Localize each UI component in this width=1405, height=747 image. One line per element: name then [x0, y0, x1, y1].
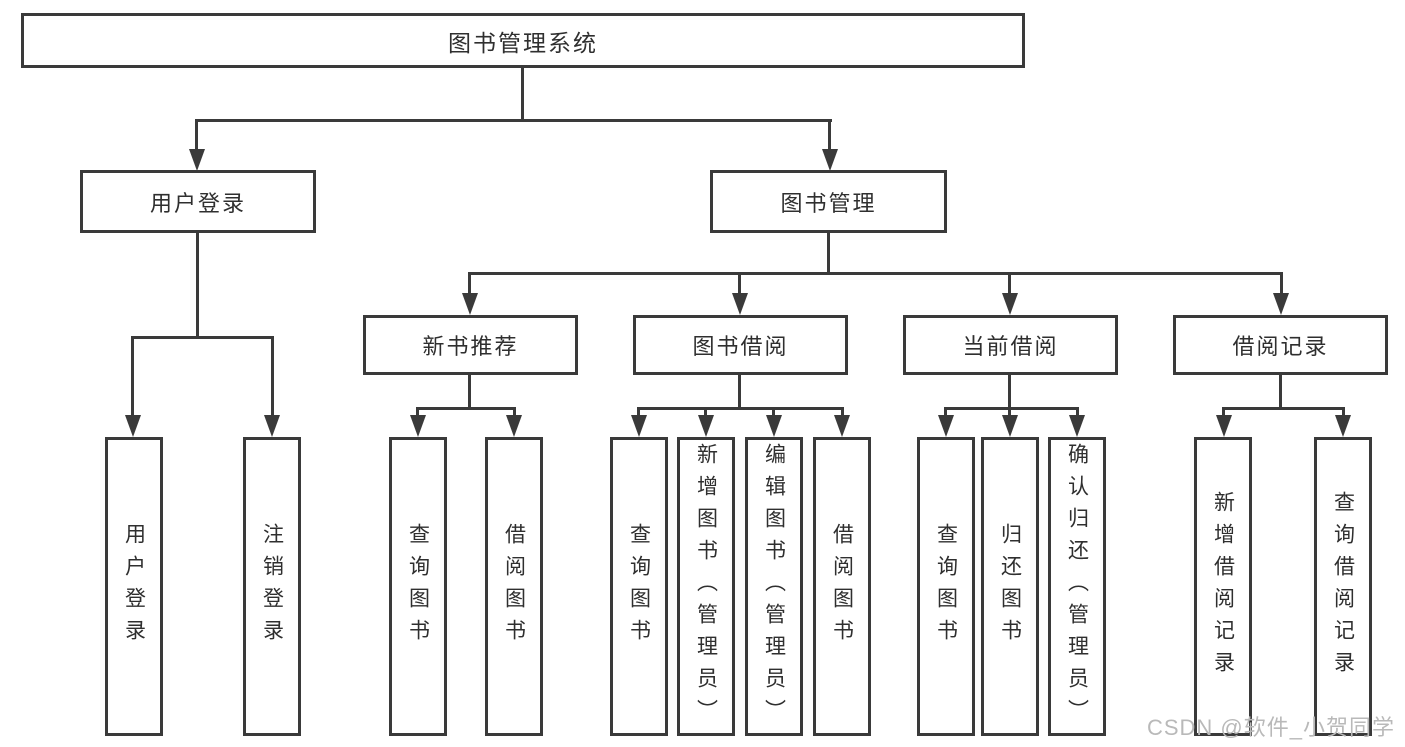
node-label: 查询图书 — [406, 522, 430, 651]
connector-line — [738, 374, 741, 410]
node-label: 用户登录 — [149, 190, 246, 216]
node-label: 确认归还（管理员） — [1065, 442, 1089, 731]
node-book-management: 图书管理 — [710, 170, 947, 233]
leaf-br-query-borrow-record: 查询借阅记录 — [1314, 437, 1372, 736]
arrow-down-icon — [1002, 293, 1018, 315]
connector-line — [1008, 408, 1011, 417]
connector-line — [131, 336, 274, 339]
connector-line — [513, 408, 516, 417]
leaf-br-add-borrow-record: 新增借阅记录 — [1194, 437, 1252, 736]
node-label: 新增借阅记录 — [1211, 490, 1235, 683]
node-label: 图书管理 — [780, 190, 877, 216]
connector-line — [196, 232, 199, 339]
arrow-down-icon — [462, 293, 478, 315]
leaf-bb-borrow-books: 借阅图书 — [813, 437, 871, 736]
node-label: 借阅图书 — [502, 522, 526, 651]
connector-line — [521, 67, 524, 122]
arrow-down-icon — [189, 149, 205, 171]
arrow-down-icon — [1069, 415, 1085, 437]
connector-line — [195, 120, 198, 152]
connector-line — [944, 408, 947, 417]
arrow-down-icon — [1273, 293, 1289, 315]
node-label: 借阅记录 — [1232, 334, 1329, 359]
arrow-down-icon — [506, 415, 522, 437]
node-label: 新书推荐 — [422, 334, 519, 359]
arrow-down-icon — [1335, 415, 1351, 437]
node-label: 查询图书 — [934, 522, 958, 651]
connector-line — [637, 408, 640, 417]
connector-line — [1280, 273, 1283, 295]
arrow-down-icon — [834, 415, 850, 437]
connector-line — [1222, 408, 1225, 417]
arrow-down-icon — [938, 415, 954, 437]
node-label: 图书借阅 — [692, 334, 789, 359]
arrow-down-icon — [766, 415, 782, 437]
connector-line — [637, 407, 844, 410]
arrow-down-icon — [410, 415, 426, 437]
node-label: 新增图书（管理员） — [694, 442, 718, 731]
connector-line — [827, 232, 830, 275]
leaf-logout-login: 注销登录 — [243, 437, 301, 736]
connector-line — [704, 408, 707, 417]
connector-line — [416, 408, 419, 417]
arrow-down-icon — [264, 415, 280, 437]
connector-line — [195, 119, 832, 122]
node-new-book-recommend: 新书推荐 — [363, 315, 578, 375]
connector-line — [1342, 408, 1345, 417]
node-label: 注销登录 — [260, 522, 284, 651]
leaf-cb-query-books: 查询图书 — [917, 437, 975, 736]
leaf-bb-query-books: 查询图书 — [610, 437, 668, 736]
connector-line — [944, 407, 1079, 410]
node-label: 查询借阅记录 — [1331, 490, 1355, 683]
node-book-borrow: 图书借阅 — [633, 315, 848, 375]
arrow-down-icon — [125, 415, 141, 437]
connector-line — [841, 408, 844, 417]
arrow-down-icon — [732, 293, 748, 315]
connector-line — [131, 337, 134, 417]
leaf-nb-query-books: 查询图书 — [389, 437, 447, 736]
node-label: 借阅图书 — [830, 522, 854, 651]
arrow-down-icon — [822, 149, 838, 171]
connector-line — [772, 408, 775, 417]
leaf-cb-confirm-return-admin: 确认归还（管理员） — [1048, 437, 1106, 736]
leaf-bb-add-books-admin: 新增图书（管理员） — [677, 437, 735, 736]
node-library-management-system: 图书管理系统 — [21, 13, 1025, 68]
connector-line — [1279, 374, 1282, 410]
connector-line — [468, 273, 471, 295]
arrow-down-icon — [698, 415, 714, 437]
node-label: 用户登录 — [122, 522, 146, 651]
connector-line — [1008, 273, 1011, 295]
connector-line — [1222, 407, 1345, 410]
leaf-cb-return-books: 归还图书 — [981, 437, 1039, 736]
connector-line — [271, 337, 274, 417]
node-current-borrow: 当前借阅 — [903, 315, 1118, 375]
leaf-bb-edit-books-admin: 编辑图书（管理员） — [745, 437, 803, 736]
arrow-down-icon — [631, 415, 647, 437]
node-label: 当前借阅 — [962, 334, 1059, 359]
connector-line — [1076, 408, 1079, 417]
connector-line — [828, 120, 831, 152]
watermark: CSDN @软件_小贺同学 — [1146, 715, 1395, 740]
node-label: 归还图书 — [998, 522, 1022, 651]
node-label: 查询图书 — [627, 522, 651, 651]
connector-line — [738, 273, 741, 295]
node-label: 编辑图书（管理员） — [762, 442, 786, 731]
leaf-nb-borrow-books: 借阅图书 — [485, 437, 543, 736]
node-borrow-records: 借阅记录 — [1173, 315, 1388, 375]
arrow-down-icon — [1216, 415, 1232, 437]
connector-line — [416, 407, 516, 410]
connector-line — [1008, 374, 1011, 410]
connector-line — [468, 272, 1283, 275]
leaf-user-login: 用户登录 — [105, 437, 163, 736]
node-user-login: 用户登录 — [80, 170, 316, 233]
connector-line — [468, 374, 471, 410]
node-label: 图书管理系统 — [448, 29, 598, 56]
arrow-down-icon — [1002, 415, 1018, 437]
